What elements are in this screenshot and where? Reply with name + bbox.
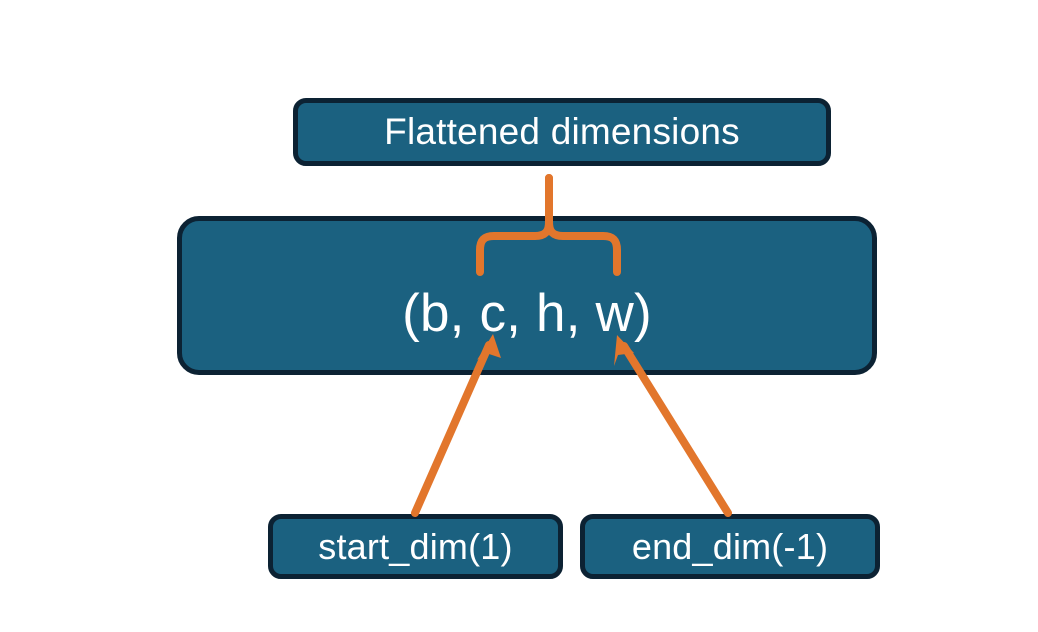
node-start-dim-label: start_dim(1): [318, 525, 513, 567]
node-end-dim-label: end_dim(-1): [631, 525, 829, 567]
node-flattened-dimensions[interactable]: Flattened dimensions: [293, 98, 831, 166]
node-tensor-shape-label: (b, c, h, w): [402, 284, 652, 344]
node-start-dim[interactable]: start_dim(1): [268, 514, 563, 579]
node-tensor-shape[interactable]: (b, c, h, w): [177, 216, 877, 375]
node-flattened-dimensions-label: Flattened dimensions: [384, 110, 740, 152]
node-end-dim[interactable]: end_dim(-1): [580, 514, 880, 579]
